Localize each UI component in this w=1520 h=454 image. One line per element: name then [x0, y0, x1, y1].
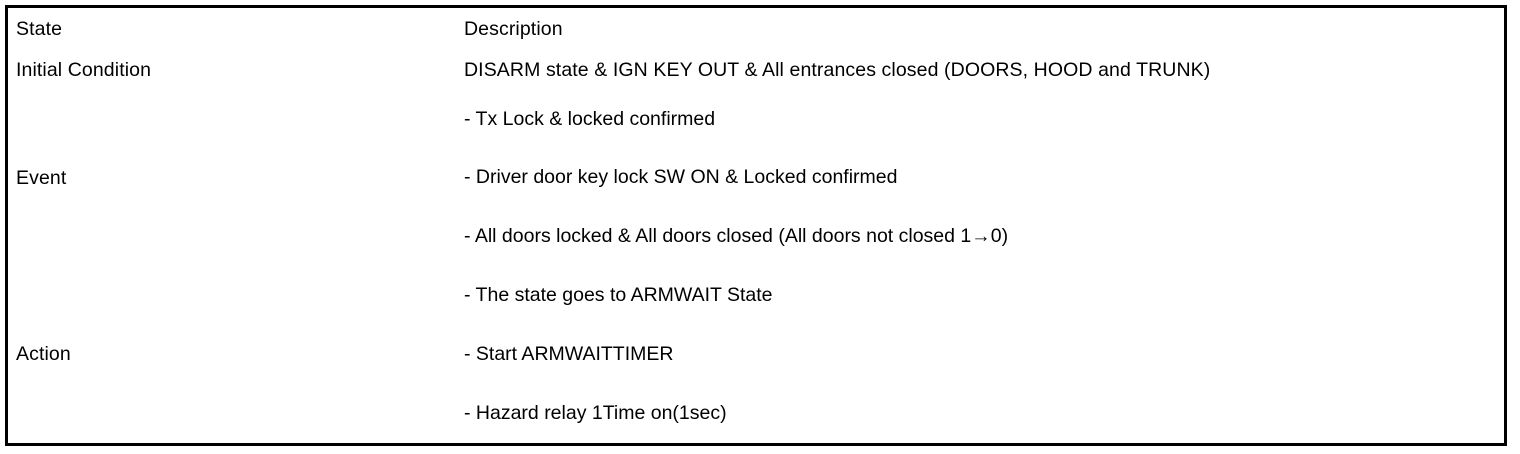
column-header-description: Description — [464, 17, 563, 40]
event-bullet-list: - Tx Lock & locked confirmed - Driver do… — [456, 90, 1504, 266]
row-label-action-cell: Action — [8, 266, 456, 443]
row-label-event: Event — [16, 166, 67, 189]
specification-table: State Description Initial Condition DISA… — [8, 8, 1504, 443]
list-item: - The state goes to ARMWAIT State — [464, 284, 773, 306]
table-row: Event - Tx Lock & locked confirmed - Dri… — [8, 90, 1504, 266]
column-header-description-cell: Description — [456, 8, 1504, 50]
column-header-state-cell: State — [8, 8, 456, 50]
list-item: - Driver door key lock SW ON & Locked co… — [464, 166, 898, 189]
list-item: - Start ARMWAITTIMER — [464, 343, 674, 365]
specification-table-container: State Description Initial Condition DISA… — [5, 5, 1507, 446]
action-bullet-list: - The state goes to ARMWAIT State - Star… — [456, 266, 1504, 443]
row-label-initial-condition: Initial Condition — [16, 58, 152, 81]
row-value-initial-condition: DISARM state & IGN KEY OUT & All entranc… — [464, 58, 1211, 81]
row-value-initial-condition-cell: DISARM state & IGN KEY OUT & All entranc… — [456, 50, 1504, 90]
row-label-action: Action — [16, 343, 71, 365]
list-item: - All doors locked & All doors closed (A… — [464, 225, 1009, 248]
list-item: - Tx Lock & locked confirmed — [464, 107, 716, 130]
row-label-event-cell: Event — [8, 90, 456, 266]
column-header-state: State — [16, 17, 63, 40]
row-value-action-cell: - The state goes to ARMWAIT State - Star… — [456, 266, 1504, 443]
table-row: Initial Condition DISARM state & IGN KEY… — [8, 50, 1504, 90]
row-value-event-cell: - Tx Lock & locked confirmed - Driver do… — [456, 90, 1504, 266]
list-item: - Hazard relay 1Time on(1sec) — [464, 402, 727, 424]
table-row: Action - The state goes to ARMWAIT State… — [8, 266, 1504, 443]
row-label-initial-condition-cell: Initial Condition — [8, 50, 456, 90]
table-header-row: State Description — [8, 8, 1504, 50]
